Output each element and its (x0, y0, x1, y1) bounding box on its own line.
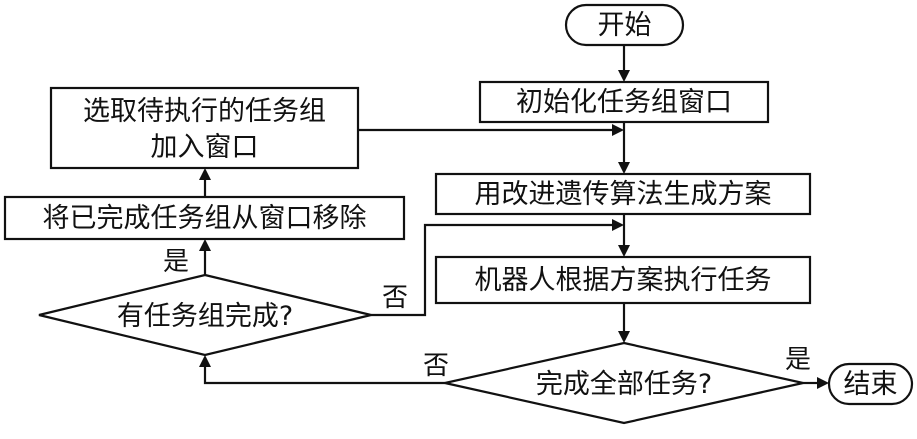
all-done-no-label: 否 (423, 351, 449, 381)
init-window-label: 初始化任务组窗口 (516, 87, 732, 118)
start-terminal: 开始 (564, 3, 685, 47)
select-group-label-line2: 加入窗口 (151, 132, 259, 163)
end-label: 结束 (844, 369, 898, 400)
group-done-no-label: 否 (382, 283, 408, 313)
start-label: 开始 (598, 10, 652, 41)
generate-plan-label: 用改进遗传算法生成方案 (475, 179, 772, 210)
init-window-box: 初始化任务组窗口 (478, 80, 770, 124)
connectors (199, 45, 829, 389)
group-done-label: 有任务组完成? (117, 301, 293, 332)
generate-plan-box: 用改进遗传算法生成方案 (434, 172, 812, 216)
group-done-yes-label: 是 (163, 247, 189, 277)
end-terminal: 结束 (827, 362, 914, 406)
select-group-label-line1: 选取待执行的任务组 (83, 96, 326, 127)
group-done-decision: 有任务组完成? (38, 273, 372, 357)
remove-group-label: 将已完成任务组从窗口移除 (43, 203, 367, 234)
remove-group-box: 将已完成任务组从窗口移除 (3, 195, 406, 241)
select-group-box: 选取待执行的任务组 加入窗口 (49, 86, 360, 170)
all-done-yes-label: 是 (785, 345, 811, 375)
robot-execute-box: 机器人根据方案执行任务 (434, 255, 812, 305)
all-done-decision: 完成全部任务? (444, 341, 804, 425)
all-done-label: 完成全部任务? (536, 369, 712, 400)
robot-execute-label: 机器人根据方案执行任务 (475, 265, 772, 296)
